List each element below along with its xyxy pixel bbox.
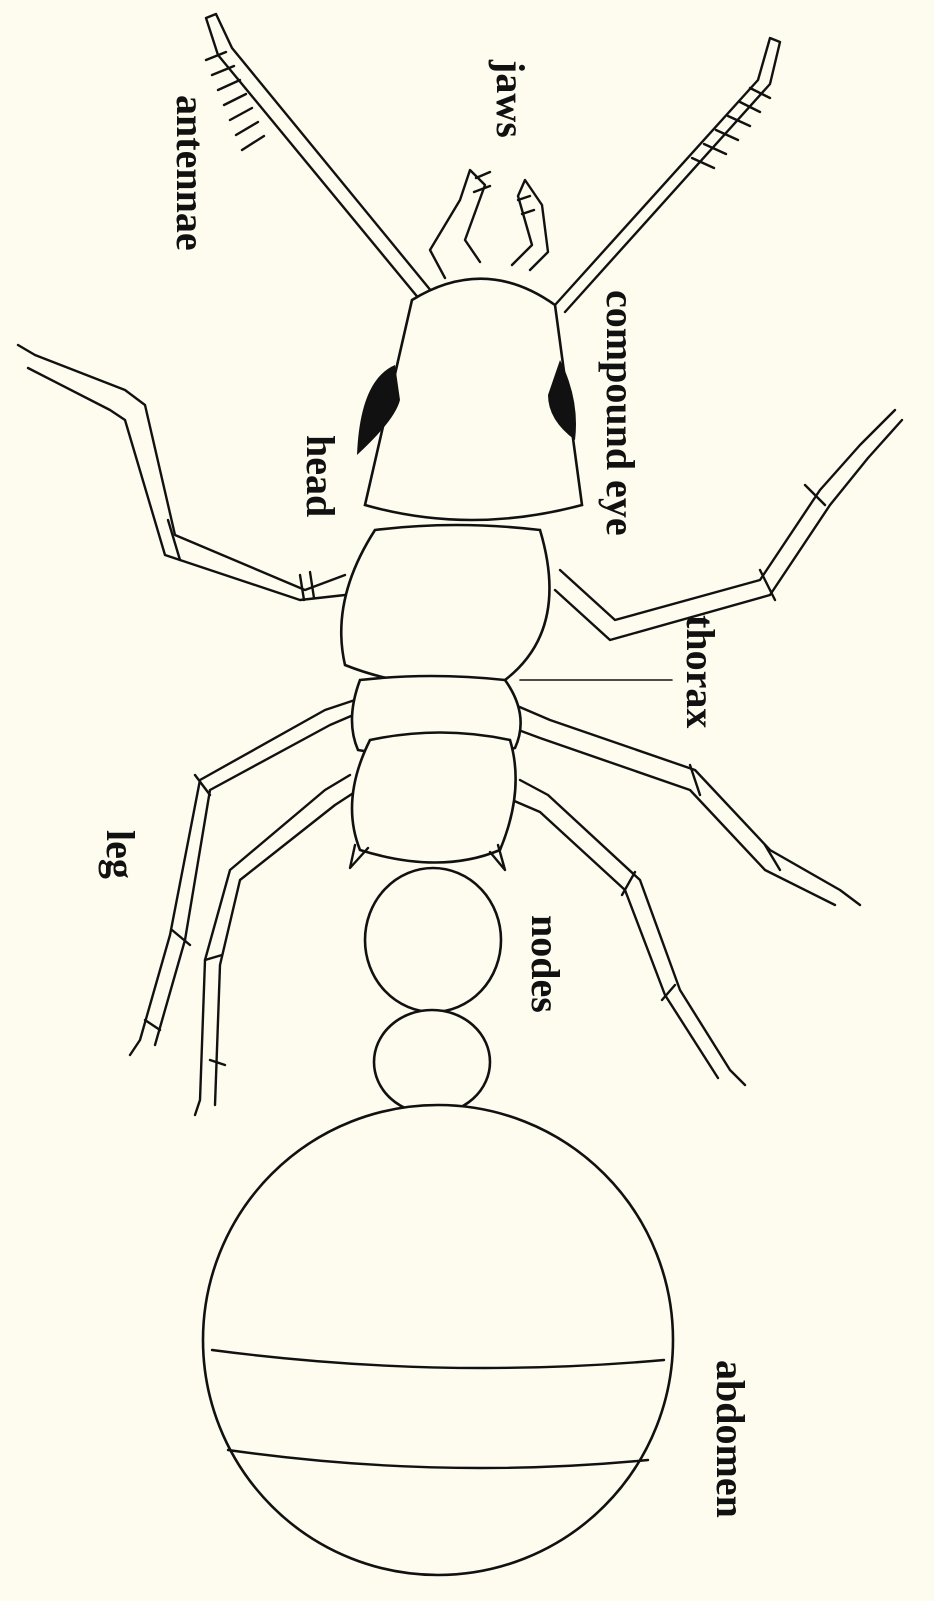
leg-mid-left [130, 700, 365, 1055]
label-abdomen: abdomen [710, 1360, 750, 1518]
label-jaws: jaws [490, 60, 530, 138]
jaws-shape [430, 170, 548, 278]
leg-front-left [18, 345, 345, 600]
node-2 [374, 1010, 490, 1114]
label-head: head [300, 435, 340, 517]
thorax-shape [341, 525, 549, 870]
label-thorax: thorax [680, 615, 720, 728]
leg-hind-left [195, 775, 358, 1115]
label-nodes: nodes [525, 915, 565, 1013]
label-leg: leg [100, 830, 140, 879]
node-1 [365, 868, 501, 1012]
abdomen-shape [203, 1105, 673, 1575]
label-compound-eye: compound eye [600, 290, 640, 536]
antenna-left [206, 14, 432, 300]
antenna-right [555, 38, 780, 312]
label-antennae: antennae [170, 95, 210, 251]
